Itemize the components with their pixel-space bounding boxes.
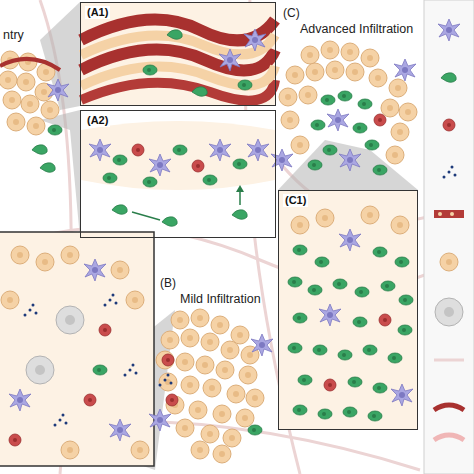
inset-panel: (A1)	[80, 2, 276, 106]
advanced-spheroid	[271, 41, 417, 175]
mild-spheroid	[149, 309, 273, 463]
panel-letter: (B)	[160, 276, 176, 290]
inset-panel: (A2)	[80, 110, 276, 238]
inset-a2-illustration	[81, 111, 275, 237]
inset-lower-left	[0, 232, 154, 466]
entry-spheroid	[0, 51, 69, 172]
inset-a1-illustration	[81, 3, 275, 105]
panel-label: (A1)	[85, 6, 110, 19]
panel-letter: (C)	[283, 6, 300, 20]
panel-label: (C1)	[283, 194, 308, 207]
inset-c1-illustration	[279, 191, 417, 429]
panel-title: ntry	[3, 28, 24, 42]
panel-title: Advanced Infiltration	[300, 22, 413, 36]
panel-title: Mild Infiltration	[180, 292, 261, 306]
panel-label: (A2)	[85, 114, 110, 127]
inset-panel: (C1)	[278, 190, 418, 430]
legend-column	[424, 0, 474, 474]
